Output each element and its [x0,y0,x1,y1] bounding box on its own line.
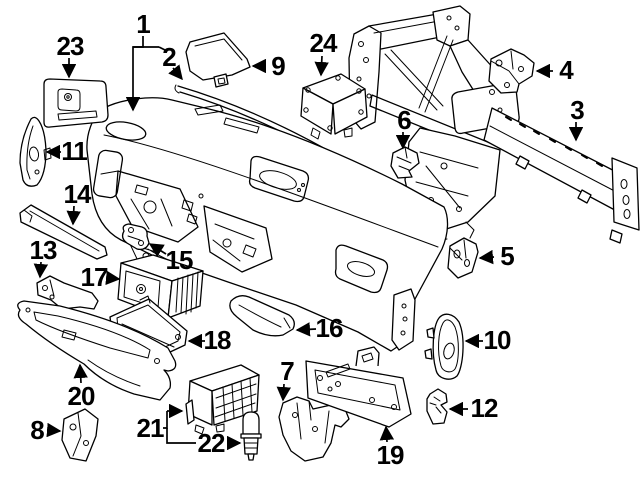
callout-2-arrow [168,64,183,81]
part-7-knee-bracket [278,396,350,462]
part-4-bracket [488,48,535,94]
callout-1: 1 [125,9,168,112]
callout-8-label: 8 [30,415,44,445]
callout-2-label: 2 [162,42,176,72]
callout-23: 23 [57,31,85,79]
callout-14-arrow [66,205,81,226]
callout-2: 2 [162,42,183,81]
part-21-switch-panel [185,364,260,435]
callout-21-line-1 [166,428,196,444]
callout-9-label: 9 [271,51,285,81]
callout-6-label: 6 [397,105,411,135]
callout-15: 15 [148,243,194,275]
callout-12-label: 12 [471,393,498,423]
callout-3: 3 [568,95,585,142]
part-22-bulb [240,411,262,461]
callout-16-arrow [295,322,317,337]
callout-18-label: 18 [204,325,231,355]
callout-19-arrow [379,425,395,443]
callout-11-label: 11 [61,136,87,166]
callout-7-label: 7 [280,356,294,386]
callout-9: 9 [251,51,286,81]
callout-14: 14 [64,179,93,226]
callout-18: 18 [187,325,232,355]
callout-17-arrow [105,270,121,286]
part-5-bracket [447,237,479,279]
callout-16-label: 16 [316,313,343,343]
part-14-trim-rail [19,204,108,260]
callout-20-arrow [73,363,88,384]
part-19-glove-box [305,346,412,428]
part-16-lower-trim [229,295,295,337]
callout-17: 17 [81,262,121,292]
callout-24-label: 24 [310,28,338,58]
callout-1-arrow [125,36,144,112]
callout-1-line-1 [158,46,168,52]
callout-5-label: 5 [500,241,514,271]
callout-13-arrow [33,261,49,279]
callout-22: 22 [198,428,242,458]
callout-21: 21 [137,403,196,444]
part-13-bracket [36,275,99,310]
part-3-crossmember-beam [483,107,640,244]
callout-22-label: 22 [198,428,225,458]
callout-1-label: 1 [136,9,150,39]
callout-6: 6 [395,105,412,150]
callout-5: 5 [478,241,515,271]
callout-8-arrow [46,422,62,438]
callout-19: 19 [377,425,405,470]
callout-19-label: 19 [377,440,404,470]
callout-15-label: 15 [166,245,193,275]
part-10-end-cap-right [424,313,464,380]
part-9-speaker-grille-cover [185,32,251,88]
callout-17-label: 17 [81,262,108,292]
callout-10: 10 [464,325,512,355]
callout-10-label: 10 [484,325,511,355]
callout-15-arrow [148,243,167,258]
callout-3-label: 3 [570,95,584,125]
callout-12: 12 [448,393,499,423]
callout-11: 11 [45,136,88,166]
callout-5-arrow [478,249,495,265]
part-8-bracket [61,408,99,462]
callout-4-label: 4 [559,55,574,85]
callout-14-label: 14 [64,179,92,209]
part-24-airbag-module [300,73,368,140]
callout-21-line-0 [163,411,168,429]
part-20-lower-panel [17,300,177,401]
callout-4: 4 [535,55,575,85]
callout-20: 20 [68,363,96,411]
callout-21-label: 21 [137,413,164,443]
callout-13-label: 13 [30,235,57,265]
callout-8: 8 [30,415,62,445]
part-11-end-cap-left [19,116,52,187]
callout-20-label: 20 [68,381,95,411]
callout-24: 24 [310,28,339,77]
part-15-clip [121,223,150,251]
callout-13: 13 [30,235,58,279]
part-23-storage-lid [43,78,109,128]
callout-16: 16 [295,313,344,343]
callout-23-label: 23 [57,31,84,61]
callout-7: 7 [276,356,295,402]
callout-24-arrow [314,55,329,77]
callout-7-arrow [276,383,292,402]
part-12-clip [426,388,448,425]
